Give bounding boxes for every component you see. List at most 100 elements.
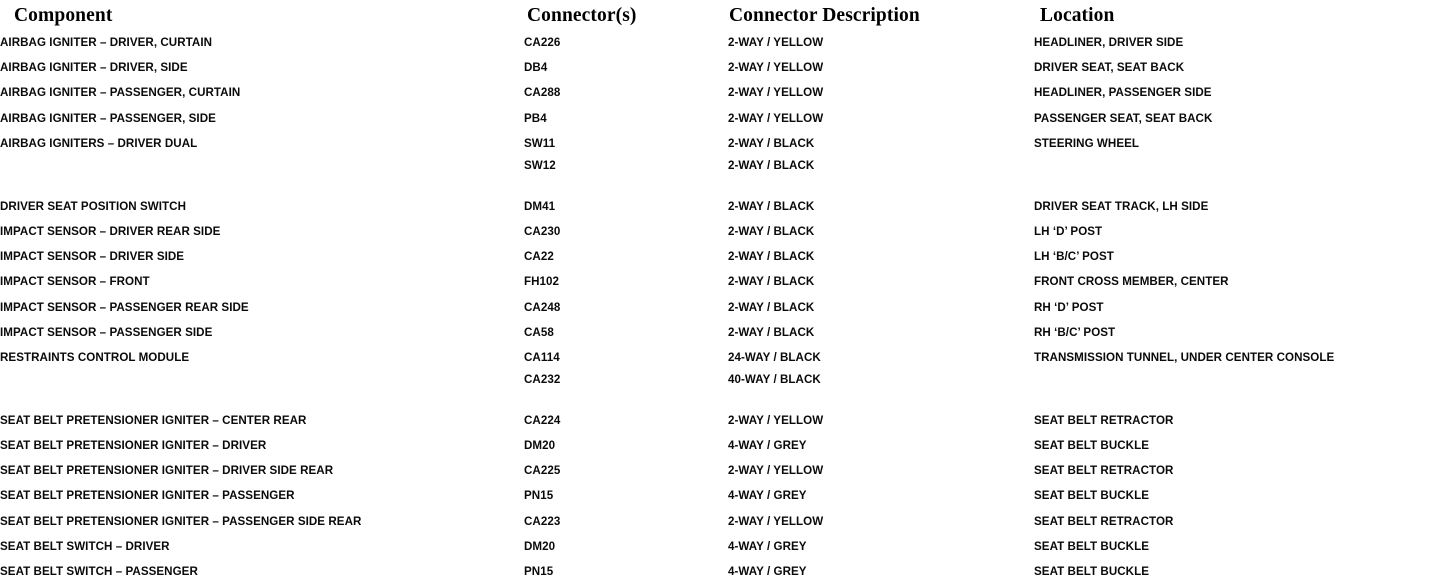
cell-description-line: 2-WAY / YELLOW	[728, 36, 824, 49]
cell-component-line: AIRBAG IGNITERS – DRIVER DUAL	[0, 136, 198, 150]
cell-description: 2-WAY / YELLOW	[728, 34, 1034, 59]
cell-location: SEAT BELT BUCKLE	[1034, 437, 1440, 462]
cell-description: 2-WAY / BLACK	[728, 223, 1034, 248]
table-row-spacer	[0, 390, 1440, 412]
cell-connector-line: CA225	[524, 464, 561, 478]
cell-connector-line: PN15	[524, 565, 554, 578]
cell-location: DRIVER SEAT TRACK, LH SIDE	[1034, 198, 1440, 223]
cell-connector: CA58	[524, 324, 728, 349]
cell-description: 4-WAY / GREY	[728, 563, 1034, 588]
cell-component-line: AIRBAG IGNITER – DRIVER, SIDE	[0, 61, 188, 75]
cell-description: 4-WAY / GREY	[728, 437, 1034, 462]
cell-location: HEADLINER, PASSENGER SIDE	[1034, 84, 1440, 109]
cell-description: 4-WAY / GREY	[728, 538, 1034, 563]
cell-connector-line: CA224	[524, 413, 561, 427]
cell-connector: FH102	[524, 273, 728, 298]
cell-location-line: HEADLINER, DRIVER SIDE	[1034, 36, 1184, 49]
cell-description-line: 24-WAY / BLACK	[728, 350, 821, 364]
column-header-connector: Connector(s)	[524, 0, 728, 34]
cell-location: LH ‘B/C’ POST	[1034, 248, 1440, 273]
cell-component: SEAT BELT PRETENSIONER IGNITER – DRIVER …	[0, 462, 524, 487]
cell-component-line: IMPACT SENSOR – DRIVER REAR SIDE	[0, 224, 221, 238]
cell-component-line: DRIVER SEAT POSITION SWITCH	[0, 199, 187, 213]
table-row-spacer-cell	[0, 176, 1440, 198]
cell-component: AIRBAG IGNITERS – DRIVER DUAL	[0, 135, 524, 176]
cell-location-line: SEAT BELT BUCKLE	[1034, 439, 1150, 453]
cell-description-line: 2-WAY / BLACK	[728, 136, 815, 150]
cell-connector: CA226	[524, 34, 728, 59]
cell-component: IMPACT SENSOR – DRIVER REAR SIDE	[0, 223, 524, 248]
cell-location: SEAT BELT BUCKLE	[1034, 538, 1440, 563]
cell-component: SEAT BELT PRETENSIONER IGNITER – DRIVER	[0, 437, 524, 462]
column-header-location-label: Location	[1040, 5, 1115, 26]
cell-connector: PN15	[524, 487, 728, 512]
cell-connector-line: DM20	[524, 439, 556, 453]
cell-description-line: 4-WAY / GREY	[728, 539, 807, 553]
cell-connector: CA223	[524, 513, 728, 538]
cell-description-line: 40-WAY / BLACK	[728, 372, 821, 386]
cell-connector-line: CA288	[524, 86, 561, 100]
cell-connector-line: FH102	[524, 275, 560, 289]
cell-location: SEAT BELT RETRACTOR	[1034, 462, 1440, 487]
cell-connector-line: CA232	[524, 372, 561, 386]
cell-component: IMPACT SENSOR – FRONT	[0, 273, 524, 298]
cell-connector: CA248	[524, 299, 728, 324]
cell-component-line: SEAT BELT SWITCH – PASSENGER	[0, 565, 198, 578]
cell-description-line: 2-WAY / BLACK	[728, 199, 815, 213]
cell-connector-line: PN15	[524, 489, 554, 503]
cell-location: LH ‘D’ POST	[1034, 223, 1440, 248]
cell-location-line: LH ‘B/C’ POST	[1034, 250, 1114, 264]
cell-component: IMPACT SENSOR – PASSENGER SIDE	[0, 324, 524, 349]
cell-location-line: RH ‘B/C’ POST	[1034, 325, 1116, 339]
cell-component-line: SEAT BELT PRETENSIONER IGNITER – CENTER …	[0, 413, 307, 427]
cell-description: 24-WAY / BLACK 40-WAY / BLACK	[728, 349, 1034, 390]
column-header-description: Connector Description	[728, 0, 1034, 34]
cell-location: RH ‘B/C’ POST	[1034, 324, 1440, 349]
cell-description: 2-WAY / BLACK	[728, 198, 1034, 223]
cell-description-line: 2-WAY / BLACK	[728, 300, 815, 314]
cell-description-line: 2-WAY / BLACK	[728, 275, 815, 289]
column-header-component: Component	[0, 0, 524, 34]
cell-location: SEAT BELT RETRACTOR	[1034, 412, 1440, 437]
cell-description-line: 4-WAY / GREY	[728, 565, 807, 578]
cell-location: FRONT CROSS MEMBER, CENTER	[1034, 273, 1440, 298]
cell-location-line: FRONT CROSS MEMBER, CENTER	[1034, 275, 1229, 289]
cell-location: SEAT BELT RETRACTOR	[1034, 513, 1440, 538]
cell-connector: CA288	[524, 84, 728, 109]
cell-description: 2-WAY / YELLOW	[728, 84, 1034, 109]
cell-description-line: 2-WAY / YELLOW	[728, 464, 824, 478]
cell-description-line: 2-WAY / YELLOW	[728, 514, 824, 528]
table-row: IMPACT SENSOR – PASSENGER REAR SIDE CA248…	[0, 299, 1440, 324]
column-header-component-label: Component	[14, 5, 113, 26]
cell-connector-line: PB4	[524, 111, 547, 125]
cell-location: DRIVER SEAT, SEAT BACK	[1034, 59, 1440, 84]
cell-location-line: TRANSMISSION TUNNEL, UNDER CENTER CONSOL…	[1034, 350, 1335, 364]
cell-connector: CA224	[524, 412, 728, 437]
cell-component: AIRBAG IGNITER – PASSENGER, CURTAIN	[0, 84, 524, 109]
cell-description-line: 2-WAY / BLACK	[728, 325, 815, 339]
cell-component: SEAT BELT SWITCH – PASSENGER	[0, 563, 524, 588]
cell-component: AIRBAG IGNITER – DRIVER, CURTAIN	[0, 34, 524, 59]
cell-component: AIRBAG IGNITER – DRIVER, SIDE	[0, 59, 524, 84]
table-row: SEAT BELT PRETENSIONER IGNITER – PASSENG…	[0, 513, 1440, 538]
cell-connector: CA22	[524, 248, 728, 273]
cell-connector-line: DB4	[524, 61, 548, 75]
cell-location-line: PASSENGER SEAT, SEAT BACK	[1034, 111, 1213, 125]
cell-description: 2-WAY / BLACK	[728, 324, 1034, 349]
cell-component: IMPACT SENSOR – PASSENGER REAR SIDE	[0, 299, 524, 324]
cell-component-line: IMPACT SENSOR – PASSENGER REAR SIDE	[0, 300, 249, 314]
cell-description: 2-WAY / BLACK	[728, 273, 1034, 298]
cell-description: 2-WAY / YELLOW	[728, 412, 1034, 437]
